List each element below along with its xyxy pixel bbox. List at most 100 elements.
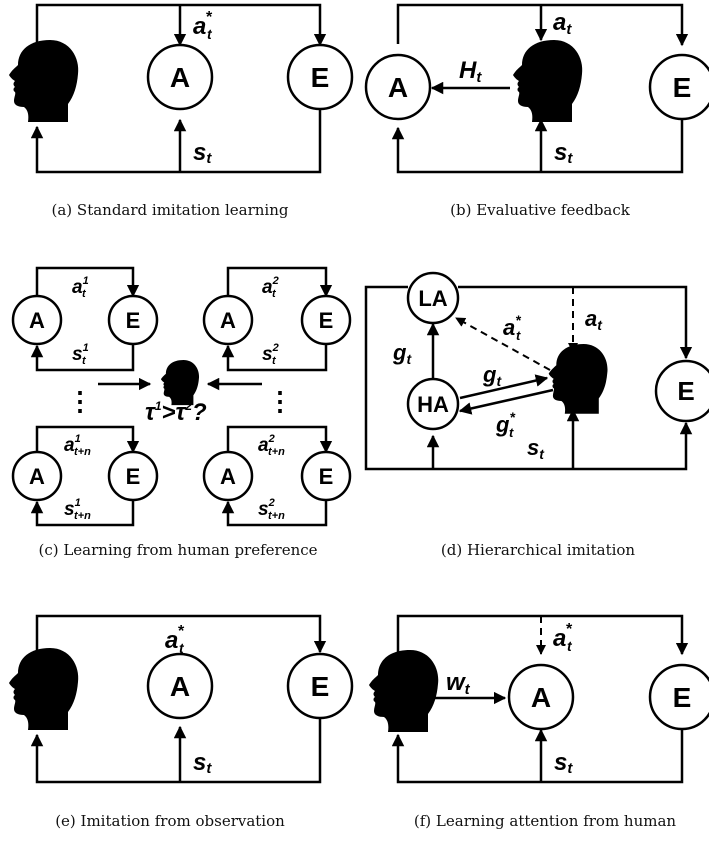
agent-node [364, 53, 432, 121]
panel-f: A E wt a*t st (f) Learning attention fro… [369, 614, 709, 830]
agent-node [202, 450, 254, 502]
state-label: st [193, 139, 212, 167]
top-loop-line [35, 614, 327, 654]
low-level-agent-node [406, 271, 460, 325]
panel-a: A E a*t st (a) Standard imitation learni… [9, 3, 354, 219]
expert-action-dashed-arrow [455, 317, 551, 371]
environment-node [107, 450, 159, 502]
caption-d: (d) Hierarchical imitation [441, 541, 636, 559]
panel-d: LA HA E gt a*t at gt g*t st (d) Hierarch… [364, 271, 709, 559]
outer-loop-top [458, 285, 693, 360]
mini-loop-top [35, 425, 140, 454]
goal-to-human-arrow [459, 374, 549, 400]
environment-node [648, 53, 709, 121]
agent-label: A [170, 62, 190, 93]
agent-node [507, 663, 575, 731]
goal-label: gt [392, 340, 412, 367]
agent-label: A [531, 682, 551, 713]
environment-label: E [126, 308, 141, 333]
outer-loop-line [364, 285, 693, 471]
environment-node [286, 652, 354, 720]
environment-node [107, 294, 159, 346]
environment-node [648, 663, 709, 731]
environment-node [300, 294, 352, 346]
human-head-icon [369, 650, 439, 732]
caption-a: (a) Standard imitation learning [52, 201, 289, 219]
high-level-agent-label: HA [417, 392, 449, 417]
feedback-label: Ht [459, 57, 482, 86]
environment-node [286, 43, 354, 111]
low-level-agent-label: LA [418, 286, 447, 311]
mini-loop-bottom [221, 344, 328, 372]
environment-node [654, 359, 709, 423]
action-label: at [585, 306, 603, 333]
environment-label: E [673, 72, 692, 103]
environment-label: E [126, 464, 141, 489]
mini-loop-bottom [30, 500, 135, 527]
state-label: st [527, 435, 545, 462]
expert-action-label: a*t [165, 623, 185, 656]
expert-goal-label: g*t [495, 409, 515, 440]
caption-e: (e) Imitation from observation [55, 812, 285, 830]
expert-action-label: a*t [193, 9, 213, 42]
expert-goal-arrow [458, 388, 554, 415]
agent-node [202, 294, 254, 346]
attention-label: wt [446, 669, 471, 698]
high-level-agent-node [406, 377, 460, 431]
panel-e: A E a*t st (e) Imitation from observatio… [9, 614, 354, 830]
human-head-icon [9, 40, 79, 122]
caption-f: (f) Learning attention from human [414, 812, 677, 830]
environment-label: E [311, 62, 330, 93]
mini-loop-top [35, 266, 140, 298]
ellipsis-dots: ⋮ [67, 386, 93, 416]
agent-label: A [220, 464, 236, 489]
agent-label: A [220, 308, 236, 333]
human-head-icon [9, 648, 79, 730]
mini-loop-top [226, 425, 333, 454]
mini-loop-bottom [30, 344, 135, 372]
environment-label: E [311, 671, 330, 702]
agent-label: A [29, 308, 45, 333]
environment-node [300, 450, 352, 502]
state-label: st [554, 139, 573, 167]
environment-label: E [319, 464, 334, 489]
panel-b: A E at Ht st (b) Evaluative feedback [364, 3, 709, 219]
mini-loop-top [226, 266, 333, 298]
human-head-icon [548, 344, 608, 414]
agent-label: A [29, 464, 45, 489]
goal-to-human-label: gt [482, 362, 502, 389]
expert-action-label: a*t [503, 312, 521, 343]
action-label: at [553, 9, 572, 38]
caption-c: (c) Learning from human preference [38, 541, 317, 559]
agent-label: A [388, 72, 408, 103]
mini-loop-bottom [221, 500, 328, 527]
human-head-icon [513, 40, 583, 122]
agent-node [11, 450, 63, 502]
agent-node [146, 652, 214, 720]
expert-action-label: a*t [553, 621, 573, 654]
environment-label: E [677, 376, 694, 406]
agent-label: A [170, 671, 190, 702]
caption-b: (b) Evaluative feedback [450, 201, 631, 219]
preference-label: τ1>τ2? [145, 399, 207, 426]
state-label: st [193, 749, 212, 777]
top-loop-line [35, 3, 327, 47]
environment-label: E [319, 308, 334, 333]
environment-label: E [673, 682, 692, 713]
agent-node [146, 43, 214, 111]
state-label: st [554, 749, 573, 777]
ellipsis-dots: ⋮ [267, 386, 293, 416]
bottom-loop-line [30, 718, 322, 784]
agent-node [11, 294, 63, 346]
bottom-loop-line [30, 103, 322, 174]
